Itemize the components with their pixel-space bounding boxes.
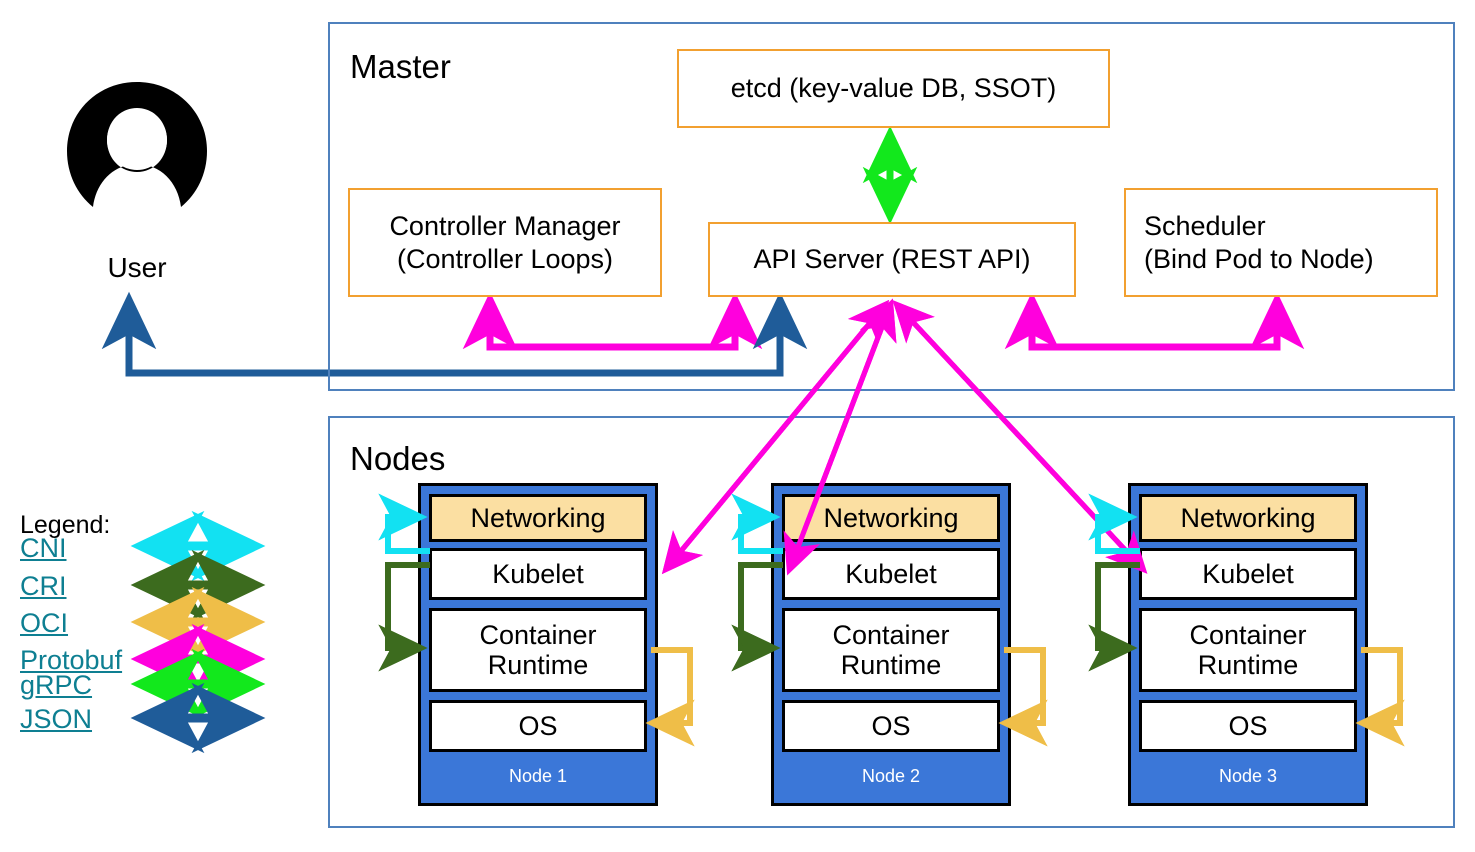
node-2[interactable]: Networking Kubelet Container Runtime OS … (771, 483, 1011, 806)
node-3-container-runtime[interactable]: Container Runtime (1139, 608, 1357, 692)
node-3[interactable]: Networking Kubelet Container Runtime OS … (1128, 483, 1368, 806)
node-2-container-runtime-label-line2: Runtime (840, 650, 942, 680)
node-3-os[interactable]: OS (1139, 700, 1357, 752)
node-3-container-runtime-label-line2: Runtime (1197, 650, 1299, 680)
node-1[interactable]: Networking Kubelet Container Runtime OS … (418, 483, 658, 806)
node-1-container-runtime[interactable]: Container Runtime (429, 608, 647, 692)
scheduler-label-line1: Scheduler (1144, 210, 1266, 241)
node-2-container-runtime[interactable]: Container Runtime (782, 608, 1000, 692)
api-server-label: API Server (REST API) (753, 244, 1031, 275)
node-3-networking-label: Networking (1180, 502, 1316, 533)
node-1-os-label: OS (518, 710, 558, 741)
node-3-kubelet[interactable]: Kubelet (1139, 548, 1357, 600)
nodes-panel-title: Nodes (350, 440, 446, 477)
node-3-name: Node 3 (1218, 766, 1278, 786)
legend-item-protobuf[interactable]: Protobuf (20, 645, 123, 675)
node-1-kubelet[interactable]: Kubelet (429, 548, 647, 600)
node-3-container-runtime-label-line1: Container (1189, 619, 1307, 650)
legend-item-oci[interactable]: OCI (20, 608, 69, 638)
legend-item-json[interactable]: JSON (20, 704, 93, 734)
api-server-box[interactable]: API Server (REST API) (708, 222, 1076, 297)
legend-item-grpc[interactable]: gRPC (20, 670, 93, 700)
node-3-os-label: OS (1228, 710, 1268, 741)
legend-item-cni[interactable]: CNI (20, 533, 67, 563)
node-2-networking[interactable]: Networking (782, 494, 1000, 542)
node-2-kubelet-label: Kubelet (845, 558, 937, 589)
node-1-container-runtime-label-line1: Container (479, 619, 597, 650)
controller-manager-box[interactable]: Controller Manager (Controller Loops) (348, 188, 662, 297)
legend-item-cri[interactable]: CRI (20, 571, 67, 601)
node-2-os[interactable]: OS (782, 700, 1000, 752)
node-2-container-runtime-label-line1: Container (832, 619, 950, 650)
etcd-label: etcd (key-value DB, SSOT) (730, 73, 1057, 104)
user-avatar-icon (67, 82, 207, 207)
node-2-networking-label: Networking (823, 502, 959, 533)
node-2-kubelet[interactable]: Kubelet (782, 548, 1000, 600)
node-1-networking[interactable]: Networking (429, 494, 647, 542)
node-1-container-runtime-label-line2: Runtime (487, 650, 589, 680)
node-3-networking[interactable]: Networking (1139, 494, 1357, 542)
master-panel-title: Master (350, 48, 451, 85)
node-1-kubelet-label: Kubelet (492, 558, 584, 589)
node-2-os-label: OS (871, 710, 911, 741)
node-1-os[interactable]: OS (429, 700, 647, 752)
node-3-kubelet-label: Kubelet (1202, 558, 1294, 589)
node-1-name: Node 1 (508, 766, 568, 786)
controller-manager-label-line2: (Controller Loops) (396, 243, 614, 274)
node-1-networking-label: Networking (470, 502, 606, 533)
legend-title: Legend: (20, 511, 111, 539)
node-2-name: Node 2 (861, 766, 921, 786)
scheduler-label-line2: (Bind Pod to Node) (1144, 243, 1374, 274)
user-label: User (107, 252, 167, 283)
etcd-box[interactable]: etcd (key-value DB, SSOT) (677, 49, 1110, 128)
controller-manager-label-line1: Controller Manager (389, 210, 621, 241)
scheduler-box[interactable]: Scheduler (Bind Pod to Node) (1124, 188, 1438, 297)
